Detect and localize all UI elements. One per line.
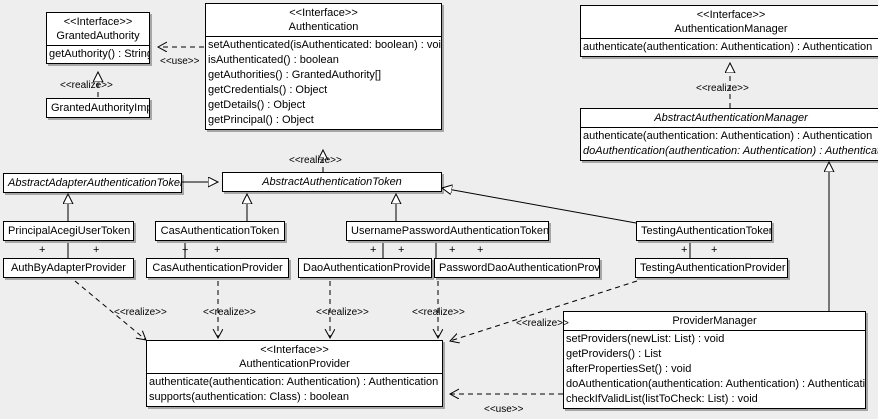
class-authentication[interactable]: <<Interface>> Authentication setAuthenti… xyxy=(205,3,442,130)
assoc-plus-marker: + xyxy=(477,244,484,256)
class-header: ProviderManager xyxy=(564,312,865,330)
method-row: getCredentials() : Object xyxy=(208,84,328,96)
class-dao-authentication-provider[interactable]: DaoAuthenticationProvider xyxy=(298,258,432,278)
class-provider-manager[interactable]: ProviderManager setProviders(newList: Li… xyxy=(563,311,866,409)
assoc-plus-marker: + xyxy=(681,244,688,256)
method-compartment: setAuthenticated(isAuthenticated: boolea… xyxy=(206,36,441,129)
class-testing-authentication-provider[interactable]: TestingAuthenticationProvider xyxy=(635,258,788,278)
class-header: <<Interface>> Authentication xyxy=(206,4,441,36)
class-name: CasAuthenticationProvider xyxy=(152,262,283,274)
class-name: CasAuthenticationToken xyxy=(160,225,280,237)
edge-label-realize-authbyadapterprovider: <<realize>> xyxy=(114,307,167,318)
class-testing-authentication-token[interactable]: TestingAuthenticationToken xyxy=(636,221,772,241)
class-name: Authentication xyxy=(288,21,359,33)
assoc-plus-marker: + xyxy=(398,244,405,256)
class-abstract-authentication-manager[interactable]: AbstractAuthenticationManager authentica… xyxy=(580,108,878,161)
edge-label-use-grantedauthority: <<use>> xyxy=(160,56,200,67)
method-row: getProviders() : List xyxy=(566,348,662,360)
class-name: GrantedAuthority xyxy=(56,30,140,42)
class-name: AuthenticationProvider xyxy=(239,358,350,370)
method-row: getAuthorities() : GrantedAuthority[] xyxy=(208,69,382,81)
method-compartment: getAuthority() : String xyxy=(47,45,149,63)
edge-label-use-providermanager: <<use>> xyxy=(484,404,524,415)
method-row: getDetails() : Object xyxy=(208,99,306,111)
class-principal-acegi-user-token[interactable]: PrincipalAcegiUserToken xyxy=(3,221,134,241)
class-name: PrincipalAcegiUserToken xyxy=(8,225,131,237)
class-header: <<Interface>> AuthenticationProvider xyxy=(147,341,442,373)
class-password-dao-authentication-provider[interactable]: PasswordDaoAuthenticationProvider xyxy=(434,258,600,278)
class-abstract-authentication-token[interactable]: AbstractAuthenticationToken xyxy=(222,172,442,192)
class-cas-authentication-provider[interactable]: CasAuthenticationProvider xyxy=(146,258,289,278)
class-header: <<Interface>> AuthenticationManager xyxy=(581,6,878,38)
stereotype-label: <<Interface>> xyxy=(289,7,358,19)
method-compartment: authenticate(authentication: Authenticat… xyxy=(581,127,878,160)
method-row: authenticate(authentication: Authenticat… xyxy=(583,130,873,142)
class-name: AbstractAdapterAuthenticationToken xyxy=(8,177,182,189)
class-name: AbstractAuthenticationManager xyxy=(654,112,808,124)
assoc-plus-marker: + xyxy=(449,244,456,256)
class-username-password-authentication-token[interactable]: UsernamePasswordAuthenticationToken xyxy=(346,221,549,241)
method-row: getPrincipal() : Object xyxy=(208,114,314,126)
edge-label-realize-passworddaoprovider: <<realize>> xyxy=(412,307,465,318)
assoc-plus-marker: + xyxy=(93,244,100,256)
edge-label-realize-testingprovider: <<realize>> xyxy=(516,318,569,329)
class-name: TestingAuthenticationProvider xyxy=(640,262,786,274)
class-name: AuthenticationManager xyxy=(674,23,788,35)
method-row: setAuthenticated(isAuthenticated: boolea… xyxy=(208,39,442,51)
class-auth-by-adapter-provider[interactable]: AuthByAdapterProvider xyxy=(3,258,134,278)
method-row: afterPropertiesSet() : void xyxy=(566,363,692,375)
edge-label-realize-daoprovider: <<realize>> xyxy=(316,307,369,318)
class-cas-authentication-token[interactable]: CasAuthenticationToken xyxy=(155,221,285,241)
class-name: AuthByAdapterProvider xyxy=(11,262,126,274)
edge-label-realize-grantedauthorityimpl: <<realize>> xyxy=(60,80,113,91)
assoc-plus-marker: + xyxy=(214,244,221,256)
assoc-plus-marker: + xyxy=(370,244,377,256)
class-granted-authority[interactable]: <<Interface>> GrantedAuthority getAuthor… xyxy=(46,12,150,64)
class-authentication-manager[interactable]: <<Interface>> AuthenticationManager auth… xyxy=(580,5,878,57)
assoc-plus-marker: + xyxy=(182,244,189,256)
method-row: checkIfValidList(listToCheck: List) : vo… xyxy=(566,393,758,405)
class-name: GrantedAuthorityImpl xyxy=(51,102,150,114)
method-row: setProviders(newList: List) : void xyxy=(566,333,725,345)
class-granted-authority-impl[interactable]: GrantedAuthorityImpl xyxy=(46,98,150,118)
stereotype-label: <<Interface>> xyxy=(696,9,766,21)
class-name: ProviderManager xyxy=(672,315,757,327)
class-header: <<Interface>> GrantedAuthority xyxy=(47,13,149,45)
method-row: doAuthentication(authentication: Authent… xyxy=(583,145,878,157)
method-compartment: authenticate(authentication: Authenticat… xyxy=(147,373,442,406)
method-compartment: authenticate(authentication: Authenticat… xyxy=(581,38,878,56)
class-name: TestingAuthenticationToken xyxy=(641,225,772,237)
stereotype-label: <<Interface>> xyxy=(63,16,133,28)
method-row: authenticate(authentication: Authenticat… xyxy=(583,41,873,53)
class-authentication-provider[interactable]: <<Interface>> AuthenticationProvider aut… xyxy=(146,340,443,407)
class-name: UsernamePasswordAuthenticationToken xyxy=(351,225,549,237)
class-name: PasswordDaoAuthenticationProvider xyxy=(439,262,600,274)
edge-label-realize-abstracttoken: <<realize>> xyxy=(289,155,342,166)
method-row: doAuthentication(authentication: Authent… xyxy=(566,378,866,390)
assoc-plus-marker: + xyxy=(39,244,46,256)
class-abstract-adapter-authentication-token[interactable]: AbstractAdapterAuthenticationToken xyxy=(3,173,182,193)
stereotype-label: <<Interface>> xyxy=(260,344,329,356)
class-name: AbstractAuthenticationToken xyxy=(262,176,402,188)
edge-testingtoken-extends-abstracttoken xyxy=(442,188,637,224)
edge-label-realize-abstractauthmanager: <<realize>> xyxy=(696,83,749,94)
class-header: AbstractAuthenticationManager xyxy=(581,109,878,127)
method-row: supports(authentication: Class) : boolea… xyxy=(149,391,349,403)
method-row: authenticate(authentication: Authenticat… xyxy=(149,376,439,388)
edge-label-realize-casprovider: <<realize>> xyxy=(203,307,256,318)
method-row: getAuthority() : String xyxy=(49,48,150,60)
class-name: DaoAuthenticationProvider xyxy=(303,262,432,274)
method-row: isAuthenticated() : boolean xyxy=(208,54,339,66)
assoc-plus-marker: + xyxy=(711,244,718,256)
method-compartment: setProviders(newList: List) : void getPr… xyxy=(564,330,865,408)
